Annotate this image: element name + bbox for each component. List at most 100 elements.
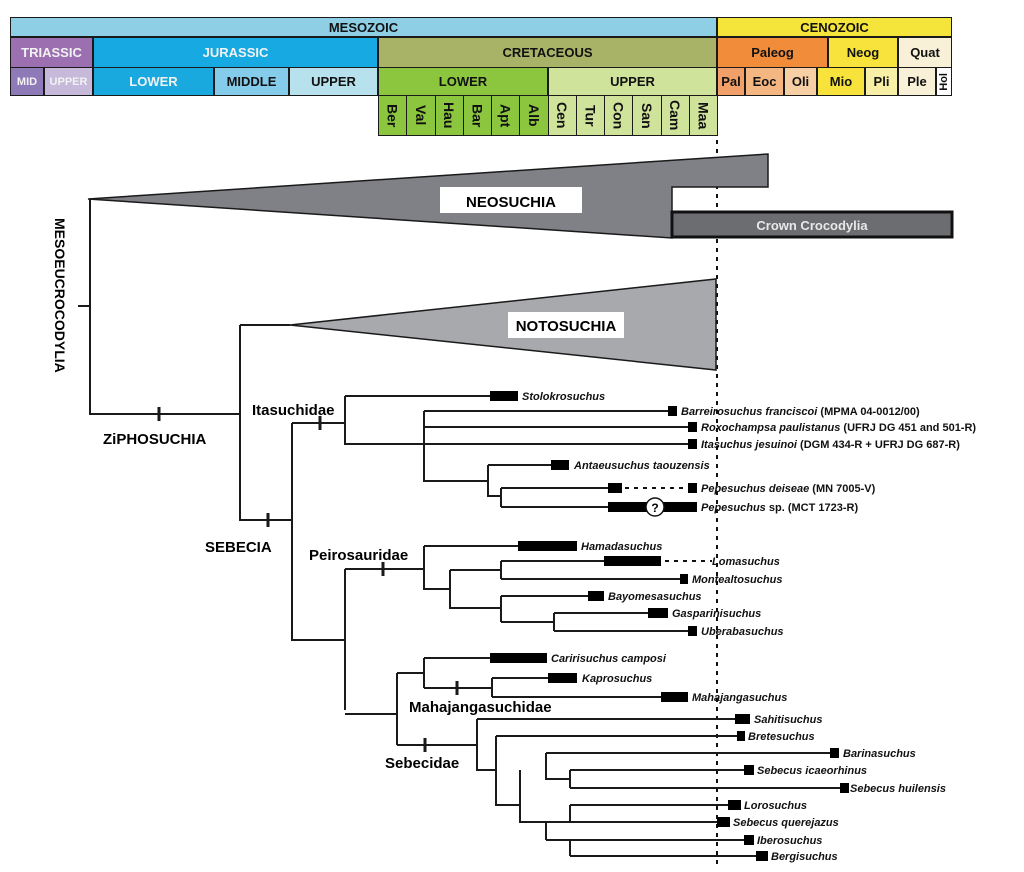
range-pepesuchus-deiseae-1 <box>608 483 622 493</box>
epoch-eoc-label: Eoc <box>752 74 777 89</box>
epoch-jur-middle-label: MIDDLE <box>226 74 277 89</box>
taxon-label-gasparinisuchus: Gasparinisuchus <box>672 608 761 620</box>
epoch-ple: Ple <box>898 67 936 96</box>
range-bergisuchus <box>756 851 768 861</box>
branch <box>545 753 570 780</box>
era-mesozoic: MESOZOIC <box>10 17 717 37</box>
branch <box>519 770 546 823</box>
epoch-pal-label: Pal <box>721 74 741 89</box>
mahajangasuchidae-tick <box>455 681 459 695</box>
taxon-label-sebecus-icaeorhinus: Sebecus icaeorhinus <box>757 765 867 777</box>
stage-cen: Cen <box>547 95 577 136</box>
range-bayomesasuchus <box>588 591 604 601</box>
sebecia-label: SEBECIA <box>205 539 272 556</box>
specimen-number: (MPMA 04-0012/00) <box>817 406 920 418</box>
era-cenozoic: CENOZOIC <box>717 17 952 37</box>
neosuchia-label: NEOSUCHIA <box>466 194 556 211</box>
epoch-oli: Oli <box>784 67 817 96</box>
range-sahitisuchus <box>735 714 750 724</box>
epoch-pal: Pal <box>717 67 745 96</box>
era-mesozoic-label: MESOZOIC <box>328 19 399 35</box>
stage-maa-label: Maa <box>695 101 712 130</box>
branch <box>495 736 520 806</box>
taxon-label-sebecus-querejazus: Sebecus querejazus <box>733 817 839 829</box>
taxon-name: Montealtosuchus <box>692 574 782 586</box>
range-antaeusuchus <box>551 460 569 470</box>
range-stolokrosuchus <box>490 391 518 401</box>
period-cretaceous: CRETACEOUS <box>378 37 717 68</box>
taxon-label-barreirosuchus: Barreirosuchus franciscoi (MPMA 04-0012/… <box>681 406 920 418</box>
taxon-label-barinasuchus: Barinasuchus <box>843 748 916 760</box>
epoch-eoc: Eoc <box>745 67 784 96</box>
branch <box>487 465 501 497</box>
stage-val: Val <box>406 95 436 136</box>
stage-alb-label: Alb <box>525 104 542 127</box>
stage-hau-label: Hau <box>441 102 458 129</box>
peirosauridae-tick <box>381 562 385 576</box>
sebecidae-label: Sebecidae <box>385 755 459 772</box>
stage-san-label: San <box>638 102 655 129</box>
epoch-mio-label: Mio <box>829 74 853 89</box>
period-triassic: TRIASSIC <box>10 37 93 68</box>
stage-val-label: Val <box>412 105 429 126</box>
taxon-name: Roxochampsa paulistanus <box>701 422 840 434</box>
notosuchia-label: NOTOSUCHIA <box>516 318 617 335</box>
stage-maa: Maa <box>688 95 718 136</box>
epoch-oli-label: Oli <box>791 74 810 89</box>
taxon-label-lomasuchus: Lomasuchus <box>712 556 780 568</box>
stage-san: San <box>632 95 662 136</box>
uncertainty-mark: ? <box>651 501 658 515</box>
range-kaprosuchus <box>548 673 577 683</box>
range-barreirosuchus <box>668 406 677 416</box>
range-sebecus-huilensis <box>840 783 849 793</box>
taxon-name: Lomasuchus <box>712 556 780 568</box>
taxon-label-mahajangasuchus: Mahajangasuchus <box>692 692 787 704</box>
taxon-name: Kaprosuchus <box>582 673 652 685</box>
range-lorosuchus <box>728 800 741 810</box>
range-montealtosuchus <box>680 574 688 584</box>
taxon-name: Uberabasuchus <box>701 626 784 638</box>
taxon-name: Pepesuchus <box>701 502 766 514</box>
epoch-jur-upper: UPPER <box>289 67 378 96</box>
notosuchia-clade <box>289 278 717 371</box>
taxon-label-sebecus-huilensis: Sebecus huilensis <box>850 783 946 795</box>
taxon-name: Barreirosuchus franciscoi <box>681 406 818 418</box>
stage-tur: Tur <box>575 95 605 136</box>
taxon-label-stolokrosuchus: Stolokrosuchus <box>522 391 605 403</box>
stage-ber: Ber <box>378 95 408 136</box>
period-quat: Quat <box>898 37 952 68</box>
branch <box>476 719 496 771</box>
uncertainty-circle <box>645 497 665 517</box>
taxon-label-bretesuchus: Bretesuchus <box>748 731 815 743</box>
epoch-tri-mid-label: MID <box>16 75 38 88</box>
taxon-name: Antaeusuchus taouzensis <box>573 460 710 472</box>
mesoeucrocodylia-label: MESOEUCROCODYLIA <box>52 218 68 373</box>
neosuchia-label-box <box>440 187 582 213</box>
taxon-label-pepesuchus-deiseae: Pepesuchus deiseae (MN 7005-V) <box>701 483 876 495</box>
taxon-name: Bayomesasuchus <box>608 591 702 603</box>
epoch-pli-label: Pli <box>873 74 890 89</box>
sebecidae-tick <box>423 738 427 752</box>
epoch-tri-mid: MID <box>10 67 44 96</box>
specimen-number: sp. (MCT 1723-R) <box>766 502 859 514</box>
epoch-jur-lower: LOWER <box>93 67 214 96</box>
itasuchidae-tick <box>318 416 322 430</box>
era-cenozoic-label: CENOZOIC <box>800 19 869 35</box>
taxon-label-hamadasuchus: Hamadasuchus <box>581 541 662 553</box>
period-paleog: Paleog <box>717 37 828 68</box>
range-sebecus-icaeorhinus <box>744 765 754 775</box>
epoch-jur-lower-label: LOWER <box>129 74 178 89</box>
itasuchidae-label: Itasuchidae <box>252 402 335 419</box>
range-caririsuchus <box>490 653 547 663</box>
taxon-name: Itasuchus jesuinoi <box>701 439 798 451</box>
stage-bar-label: Bar <box>469 103 486 128</box>
period-jurassic: JURASSIC <box>93 37 378 68</box>
epoch-jur-upper-label: UPPER <box>311 74 356 89</box>
taxon-label-itasuchus: Itasuchus jesuinoi (DGM 434-R + UFRJ DG … <box>701 439 960 451</box>
range-barinasuchus <box>830 748 839 758</box>
taxon-label-caririsuchus: Caririsuchus camposi <box>551 653 667 665</box>
ziphosuchia-label: ZiPHOSUCHIA <box>103 431 207 448</box>
sebecia-tick <box>266 513 270 527</box>
